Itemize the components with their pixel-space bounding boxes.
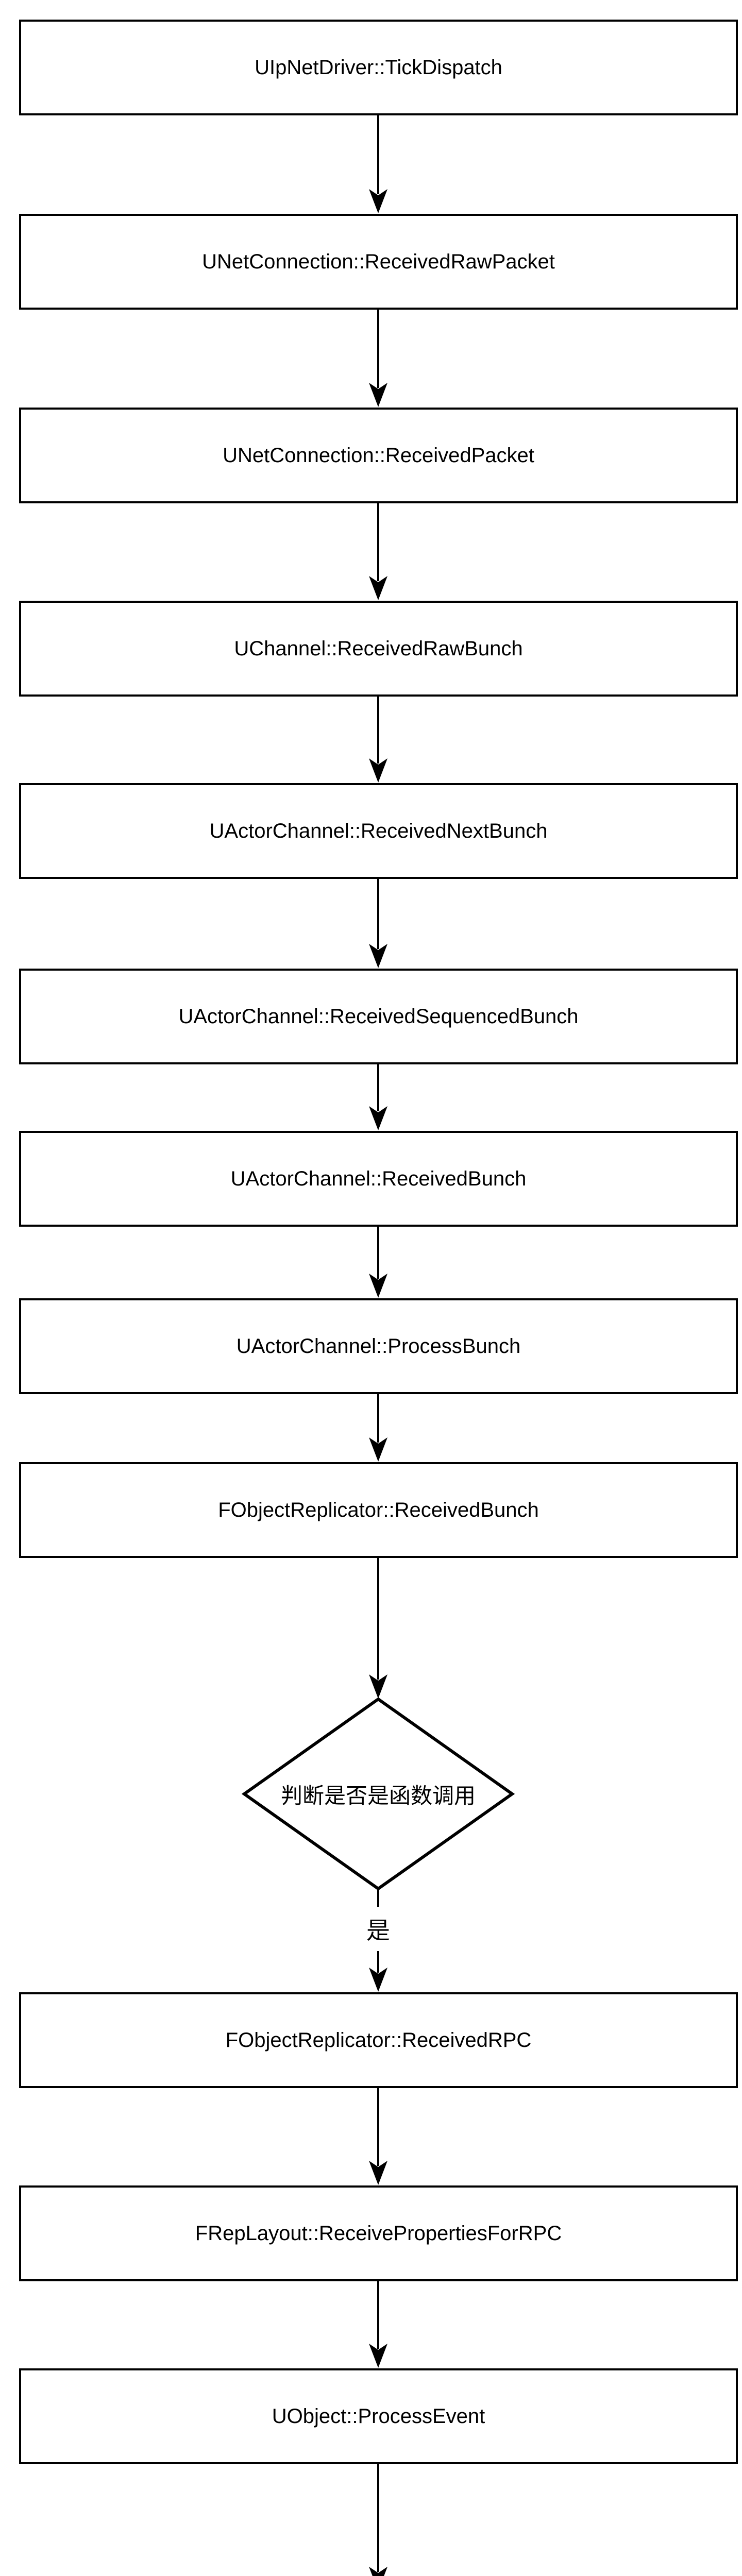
flow-arrow-received-raw-bunch-to-received-next-bunch bbox=[369, 697, 387, 783]
flowchart-node-process-event: UObject::ProcessEvent bbox=[19, 2368, 738, 2464]
arrowhead-icon bbox=[369, 1968, 387, 1992]
flow-arrow-process-bunch-to-replicator-received-bunch bbox=[369, 1394, 387, 1462]
arrowhead-icon bbox=[369, 2344, 387, 2368]
flow-arrow-received-next-bunch-to-received-sequenced-bunch bbox=[369, 879, 387, 968]
arrowhead-icon bbox=[369, 1437, 387, 1462]
node-label-receive-properties-for-rpc: FRepLayout::ReceivePropertiesForRPC bbox=[195, 2222, 562, 2245]
node-label-received-next-bunch: UActorChannel::ReceivedNextBunch bbox=[209, 820, 548, 842]
flow-arrow-received-packet-to-received-raw-bunch bbox=[369, 503, 387, 600]
node-label-received-raw-bunch: UChannel::ReceivedRawBunch bbox=[234, 637, 523, 660]
node-label-received-rpc: FObjectReplicator::ReceivedRPC bbox=[225, 2029, 532, 2052]
flow-arrow-received-rpc-to-receive-properties-for-rpc bbox=[369, 2088, 387, 2185]
node-label-received-raw-packet: UNetConnection::ReceivedRawPacket bbox=[202, 250, 555, 273]
node-label-received-bunch: UActorChannel::ReceivedBunch bbox=[230, 1167, 527, 1190]
flow-arrow-received-bunch-to-process-bunch bbox=[369, 1227, 387, 1298]
arrowhead-icon bbox=[369, 758, 387, 783]
arrowhead-icon bbox=[369, 383, 387, 407]
flow-arrow-process-event-to-invoke bbox=[369, 2464, 387, 2576]
arrowhead-icon bbox=[369, 944, 387, 968]
flowchart-node-received-packet: UNetConnection::ReceivedPacket bbox=[19, 408, 738, 503]
flowchart-node-received-rpc: FObjectReplicator::ReceivedRPC bbox=[19, 1992, 738, 2088]
node-label-process-bunch: UActorChannel::ProcessBunch bbox=[236, 1335, 521, 1358]
arrowhead-icon bbox=[369, 2161, 387, 2185]
flowchart-node-received-bunch: UActorChannel::ReceivedBunch bbox=[19, 1131, 738, 1227]
arrowhead-icon bbox=[369, 189, 387, 213]
node-label-tick-dispatch: UIpNetDriver::TickDispatch bbox=[255, 56, 502, 79]
flowchart-node-tick-dispatch: UIpNetDriver::TickDispatch bbox=[19, 20, 738, 115]
flowchart-node-receive-properties-for-rpc: FRepLayout::ReceivePropertiesForRPC bbox=[19, 2185, 738, 2281]
flow-arrow-receive-properties-for-rpc-to-process-event bbox=[369, 2281, 387, 2368]
flow-arrow-replicator-received-bunch-to-is-function-call-decision bbox=[369, 1558, 387, 1699]
edge-label-yes: 是 bbox=[359, 1907, 398, 1951]
flow-arrow-received-raw-packet-to-received-packet bbox=[369, 310, 387, 407]
node-label-received-sequenced-bunch: UActorChannel::ReceivedSequencedBunch bbox=[178, 1005, 579, 1028]
flowchart-node-received-sequenced-bunch: UActorChannel::ReceivedSequencedBunch bbox=[19, 969, 738, 1064]
node-label-replicator-received-bunch: FObjectReplicator::ReceivedBunch bbox=[218, 1499, 539, 1521]
flowchart-node-received-next-bunch: UActorChannel::ReceivedNextBunch bbox=[19, 783, 738, 879]
flowchart-node-replicator-received-bunch: FObjectReplicator::ReceivedBunch bbox=[19, 1462, 738, 1558]
arrowhead-icon bbox=[369, 2567, 387, 2576]
flowchart-node-is-function-call-decision: 判断是否是函数调用 bbox=[241, 1696, 515, 1892]
arrowhead-icon bbox=[369, 1274, 387, 1298]
flowchart-node-received-raw-packet: UNetConnection::ReceivedRawPacket bbox=[19, 214, 738, 310]
node-label-received-packet: UNetConnection::ReceivedPacket bbox=[223, 444, 534, 467]
arrowhead-icon bbox=[369, 576, 387, 600]
flowchart-node-process-bunch: UActorChannel::ProcessBunch bbox=[19, 1298, 738, 1394]
flow-arrow-tick-dispatch-to-received-raw-packet bbox=[369, 115, 387, 213]
arrowhead-icon bbox=[369, 1674, 387, 1699]
node-label-process-event: UObject::ProcessEvent bbox=[272, 2405, 485, 2428]
flow-arrow-received-sequenced-bunch-to-received-bunch bbox=[369, 1064, 387, 1130]
flowchart-node-received-raw-bunch: UChannel::ReceivedRawBunch bbox=[19, 601, 738, 697]
arrowhead-icon bbox=[369, 1106, 387, 1130]
node-label-is-function-call-decision: 判断是否是函数调用 bbox=[280, 1783, 476, 1808]
